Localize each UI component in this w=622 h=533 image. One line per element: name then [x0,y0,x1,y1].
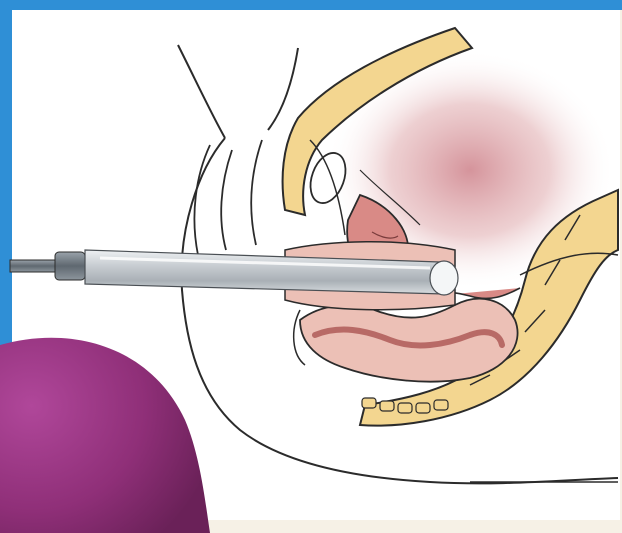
probe-cable [10,260,60,272]
probe-connector [55,252,85,280]
frame-top-border [0,0,622,10]
frame-left-border [0,0,12,345]
probe-tip [430,261,458,295]
